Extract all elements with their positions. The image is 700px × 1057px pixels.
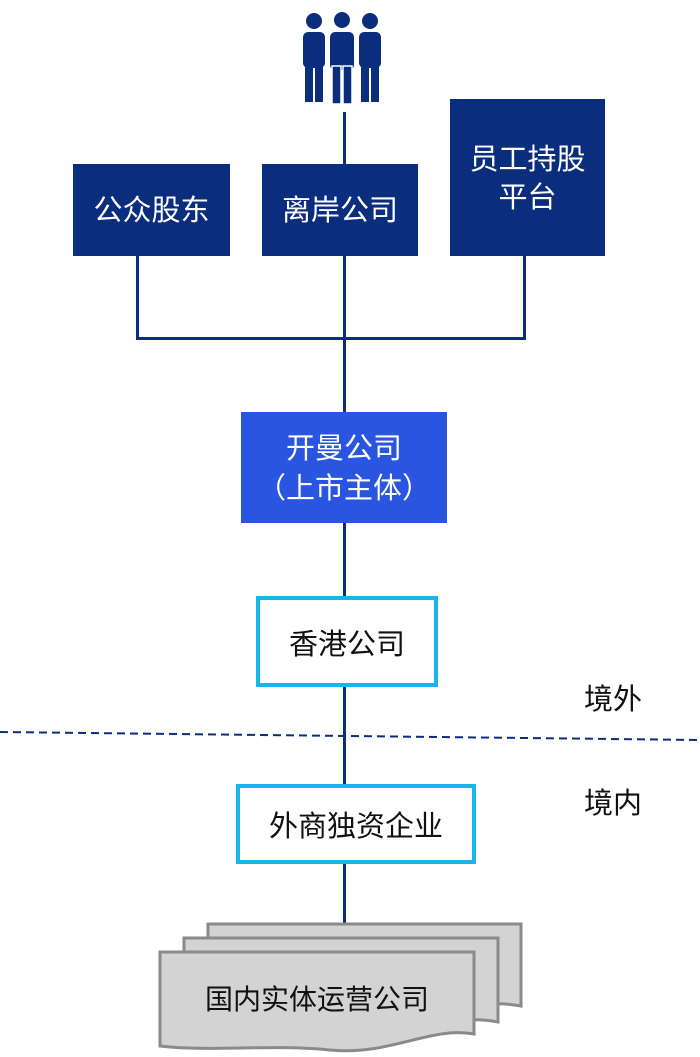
- connector-public-down: [136, 256, 139, 340]
- listed-entity-label: （上市主体）: [256, 470, 431, 505]
- employee-platform-box: 员工持股 平台: [450, 99, 605, 256]
- connector-shareholders-bar: [136, 337, 526, 340]
- people-group-icon: [303, 10, 381, 105]
- offshore-region-label: 境外: [584, 682, 643, 716]
- connector-employee-down: [523, 256, 526, 340]
- onshore-region-label: 境内: [584, 786, 643, 820]
- domestic-entities-stack: [158, 922, 523, 1053]
- employee-platform-label-line2: 平台: [498, 179, 557, 214]
- offshore-company-box: 离岸公司: [262, 164, 418, 256]
- kaiman-company-label: 开曼公司: [285, 430, 402, 465]
- hk-company-box: 香港公司: [256, 596, 438, 687]
- hk-company-label: 香港公司: [288, 626, 405, 661]
- domestic-entities-label: 国内实体运营公司: [204, 983, 429, 1016]
- connector-wfoe-to-domestic: [343, 864, 346, 924]
- border-divider-line: [0, 731, 700, 741]
- public-shareholders-box: 公众股东: [73, 164, 230, 256]
- wfoe-box: 外商独资企业: [236, 784, 476, 864]
- wfoe-label: 外商独资企业: [268, 809, 443, 843]
- public-shareholders-label: 公众股东: [93, 193, 210, 227]
- connector-offshore-down: [343, 256, 346, 412]
- kaiman-company-box: 开曼公司 （上市主体）: [241, 412, 447, 523]
- offshore-company-label: 离岸公司: [281, 193, 398, 227]
- employee-platform-label-line1: 员工持股: [469, 141, 586, 176]
- connector-icon-to-offshore: [343, 112, 346, 164]
- connector-kaiman-to-hk: [343, 523, 346, 596]
